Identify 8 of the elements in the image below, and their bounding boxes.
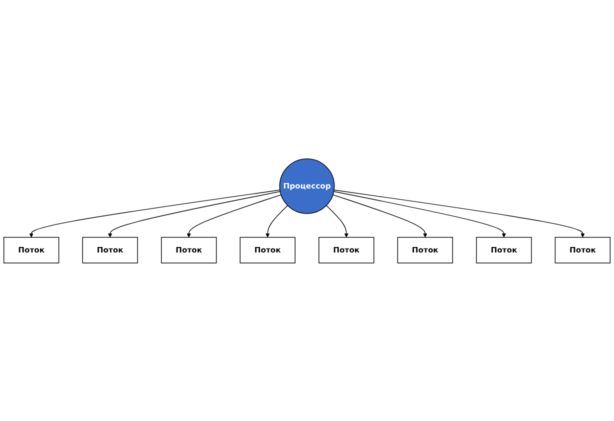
arrow	[326, 204, 348, 238]
arrow	[333, 190, 506, 238]
arrow	[334, 189, 585, 238]
arrow	[266, 204, 288, 238]
arrow	[29, 189, 280, 238]
arrow	[332, 194, 428, 238]
arrow	[108, 190, 281, 238]
arrow	[186, 194, 282, 238]
